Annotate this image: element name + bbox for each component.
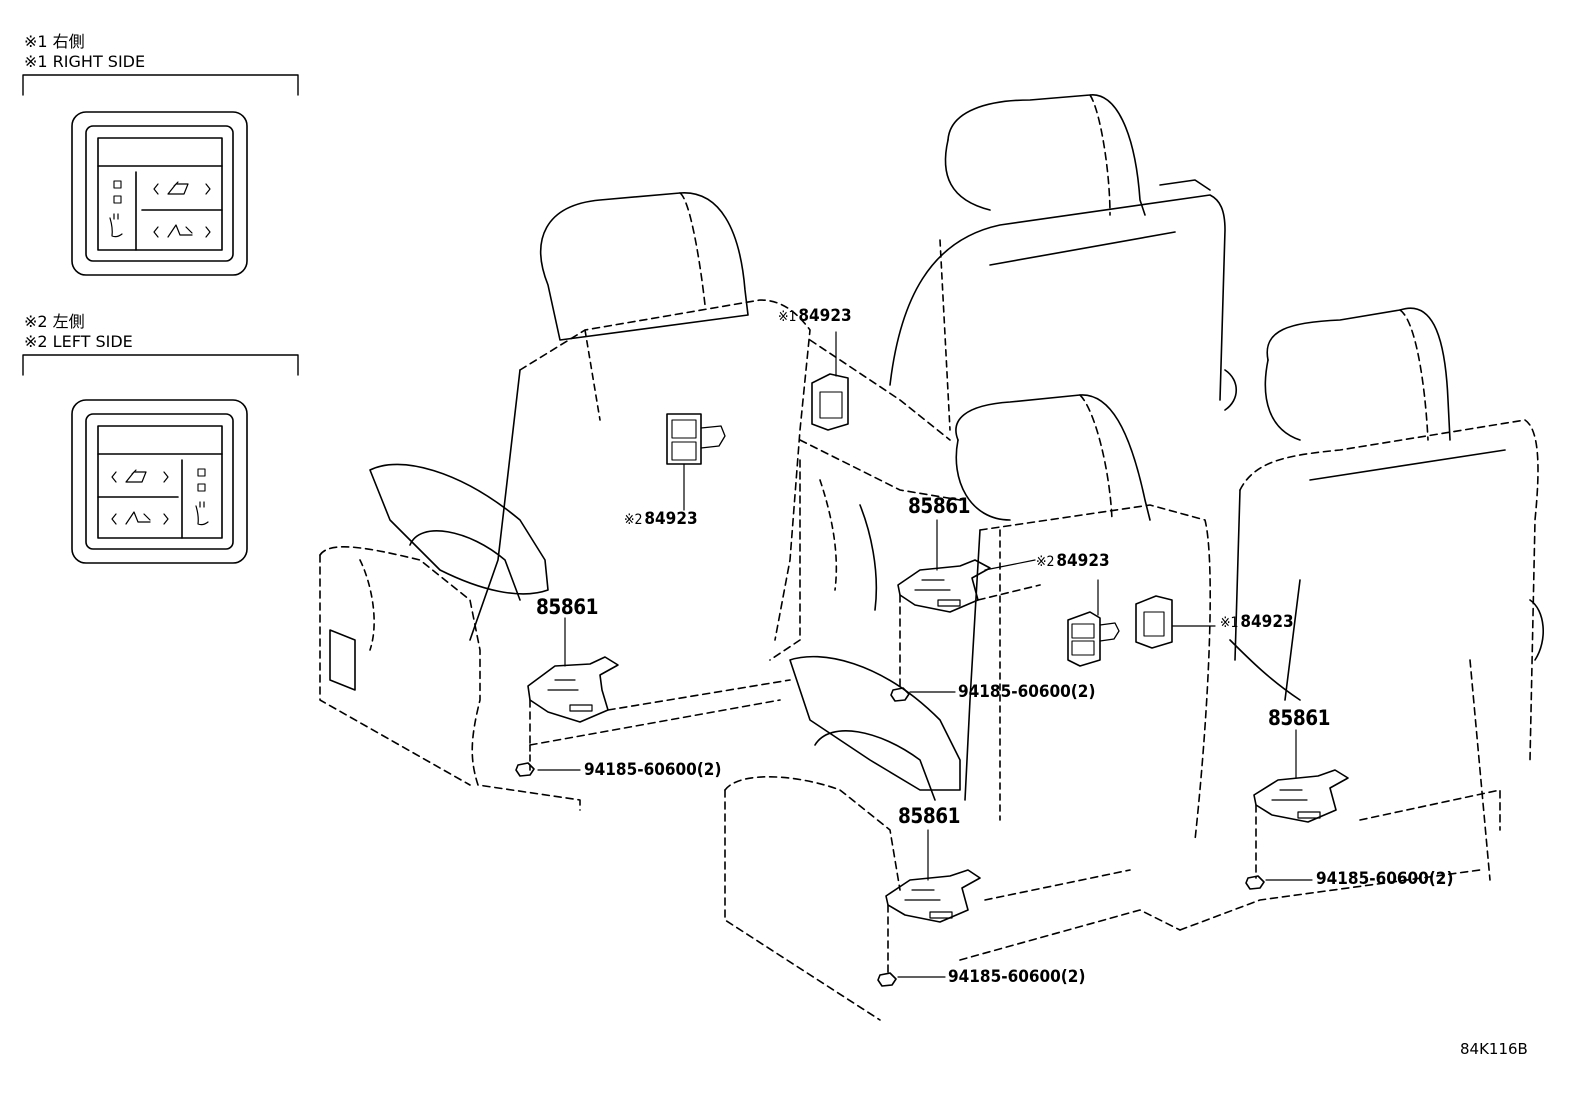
diagram-code: 84K116B <box>1460 1040 1528 1058</box>
part-number: 84923 <box>644 509 698 529</box>
callout-nut-3: 94185-60600(2) <box>948 967 1086 987</box>
callout-heater-4: 85861 <box>1268 706 1331 730</box>
note-right-jp: ※1 右側 <box>24 32 85 51</box>
mark-2: ※2 <box>624 512 643 528</box>
seat-rear-left <box>769 94 1238 702</box>
part-number: 84923 <box>1240 612 1294 632</box>
mark-1: ※1 <box>1220 615 1239 631</box>
mark-2: ※2 <box>1036 554 1055 570</box>
note-left-jp: ※2 左側 <box>24 312 85 331</box>
note-right-en: ※1 RIGHT SIDE <box>24 52 146 71</box>
mark-1: ※1 <box>778 309 797 325</box>
seat-front-left <box>319 192 811 811</box>
part-number: 84923 <box>1056 551 1110 571</box>
left-side-inset <box>22 354 299 564</box>
note-left-en: ※2 LEFT SIDE <box>24 332 133 351</box>
callout-heater-3: 85861 <box>898 804 961 828</box>
seat-rear-right <box>1135 307 1545 931</box>
callout-nut-1: 94185-60600(2) <box>584 760 722 780</box>
callout-heater-1: 85861 <box>536 595 599 619</box>
seat-front-right <box>724 394 1211 1021</box>
callout-nut-4: 94185-60600(2) <box>1316 869 1454 889</box>
part-number: 84923 <box>798 306 852 326</box>
right-side-inset <box>22 74 299 276</box>
callout-heater-2: 85861 <box>908 494 971 518</box>
callout-nut-2: 94185-60600(2) <box>958 682 1096 702</box>
